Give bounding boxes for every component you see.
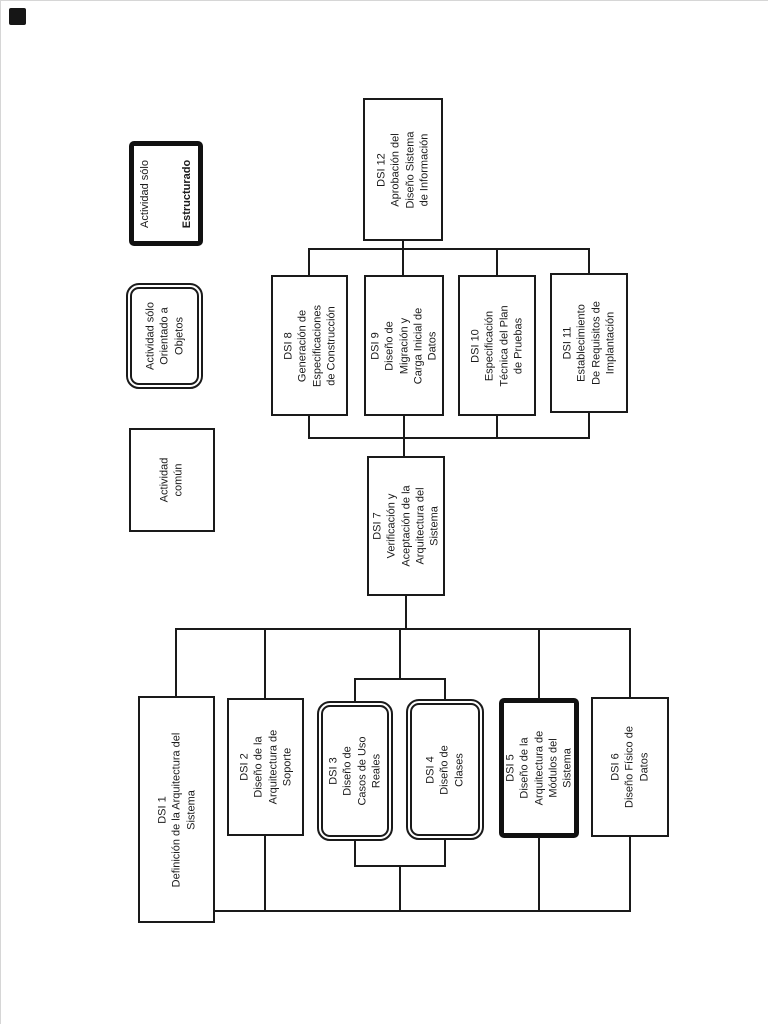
connector-dsi12-stem [402,240,404,276]
node-dsi-5-label: DSI 5 Diseño de la Arquitectura de Módul… [504,730,574,806]
connector-stub-dsi2-top [264,628,266,699]
connector-dsi7-stem [405,595,407,630]
connector-stub-dsi6-top [629,628,631,698]
legend-structured: Actividad sólo Estructurado [129,141,203,246]
node-dsi-10: DSI 10 Especificación Técnica del Plan d… [458,275,536,416]
connector-bus-lower [175,628,631,630]
node-dsi-2: DSI 2 Diseño de la Arquitectura de Sopor… [227,698,304,836]
connector-stub-dsi10-bottom [496,415,498,439]
node-dsi-12: DSI 12 Aprobación del Diseño Sistema de … [363,98,443,241]
connector-stub-dsi5-top [538,628,540,699]
scan-artifact [9,8,26,25]
node-dsi-1: DSI 1 Definición de la Arquitectura del … [138,696,215,923]
node-dsi-11: DSI 11 Establecimiento De Requisitos de … [550,273,628,413]
connector-bus-mid [308,437,590,439]
connector-stub-dsi3-bottom [354,840,356,867]
legend-common-label: Actividad común [158,457,185,503]
connector-stub-dsi11-top [588,248,590,274]
node-dsi-8-label: DSI 8 Generación de Especificaciones de … [281,304,337,387]
node-dsi-9: DSI 9 Diseño de Migración y Carga Inicia… [364,275,444,416]
connector-stub-dsi2-bottom [264,835,266,912]
legend-common: Actividad común [129,428,215,532]
node-dsi-5: DSI 5 Diseño de la Arquitectura de Módul… [499,698,579,838]
legend-object-oriented: Actividad sólo Orientado a Objetos [126,283,203,389]
connector-stub-dsi5-bottom [538,837,540,912]
connector-stub-dsi3-top [354,678,356,702]
connector-stub-dsi8-top [308,248,310,276]
connector-stub-dsi1-top [175,628,177,697]
connector-stem-dsi34-top [399,628,401,680]
connector-bus-bottom [213,910,631,912]
node-dsi-3: DSI 3 Diseño de Casos de Uso Reales [317,701,393,841]
node-dsi-9-label: DSI 9 Diseño de Migración y Carga Inicia… [369,307,439,384]
legend-object-oriented-label: Actividad sólo Orientado a Objetos [144,302,185,370]
node-dsi-6-label: DSI 6 Diseño Físico de Datos [609,726,651,808]
connector-stem-dsi34-bottom [399,865,401,912]
node-dsi-11-label: DSI 11 Establecimiento De Requisitos de … [561,301,617,385]
node-dsi-4-label: DSI 4 Diseño de Clases [424,744,466,795]
node-dsi-4: DSI 4 Diseño de Clases [406,699,484,840]
node-dsi-6: DSI 6 Diseño Físico de Datos [591,697,669,837]
connector-stub-dsi9-to-dsi7 [403,415,405,457]
node-dsi-7: DSI 7 Verificación y Aceptación de la Ar… [367,456,445,596]
node-dsi-7-label: DSI 7 Verificación y Aceptación de la Ar… [371,485,441,567]
connector-stub-dsi11-bottom [588,412,590,439]
legend-structured-label: Actividad sólo Estructurado [138,159,194,228]
connector-stub-dsi4-bottom [444,839,446,867]
node-dsi-2-label: DSI 2 Diseño de la Arquitectura de Sopor… [237,729,293,805]
node-dsi-8: DSI 8 Generación de Especificaciones de … [271,275,348,416]
connector-bus-top [308,248,590,250]
connector-stub-dsi8-bottom [308,415,310,439]
connector-bus-dsi34-top [354,678,446,680]
node-dsi-3-label: DSI 3 Diseño de Casos de Uso Reales [327,736,383,806]
node-dsi-10-label: DSI 10 Especificación Técnica del Plan d… [469,304,525,387]
node-dsi-1-label: DSI 1 Definición de la Arquitectura del … [156,732,197,887]
connector-stub-dsi6-bottom [629,836,631,912]
connector-stub-dsi4-top [444,678,446,700]
node-dsi-12-label: DSI 12 Aprobación del Diseño Sistema de … [375,130,431,209]
connector-stub-dsi10-top [496,248,498,276]
